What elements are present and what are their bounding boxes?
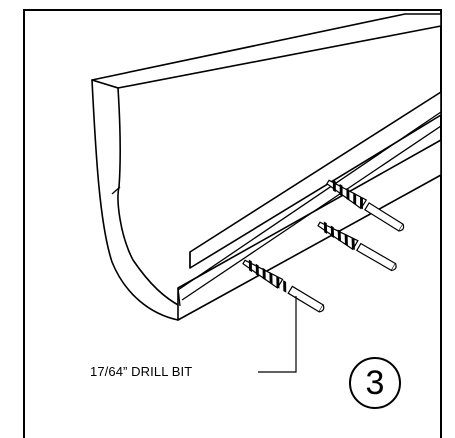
drill-bit xyxy=(242,179,405,313)
callout-leader-line xyxy=(258,296,297,373)
molding-edge-lines xyxy=(111,111,442,307)
figure-frame xyxy=(23,9,442,438)
drill-bit-callout-label: 17/64” DRILL BIT xyxy=(90,364,193,379)
step-number-badge: 3 xyxy=(349,357,401,409)
crown-molding xyxy=(91,13,442,321)
